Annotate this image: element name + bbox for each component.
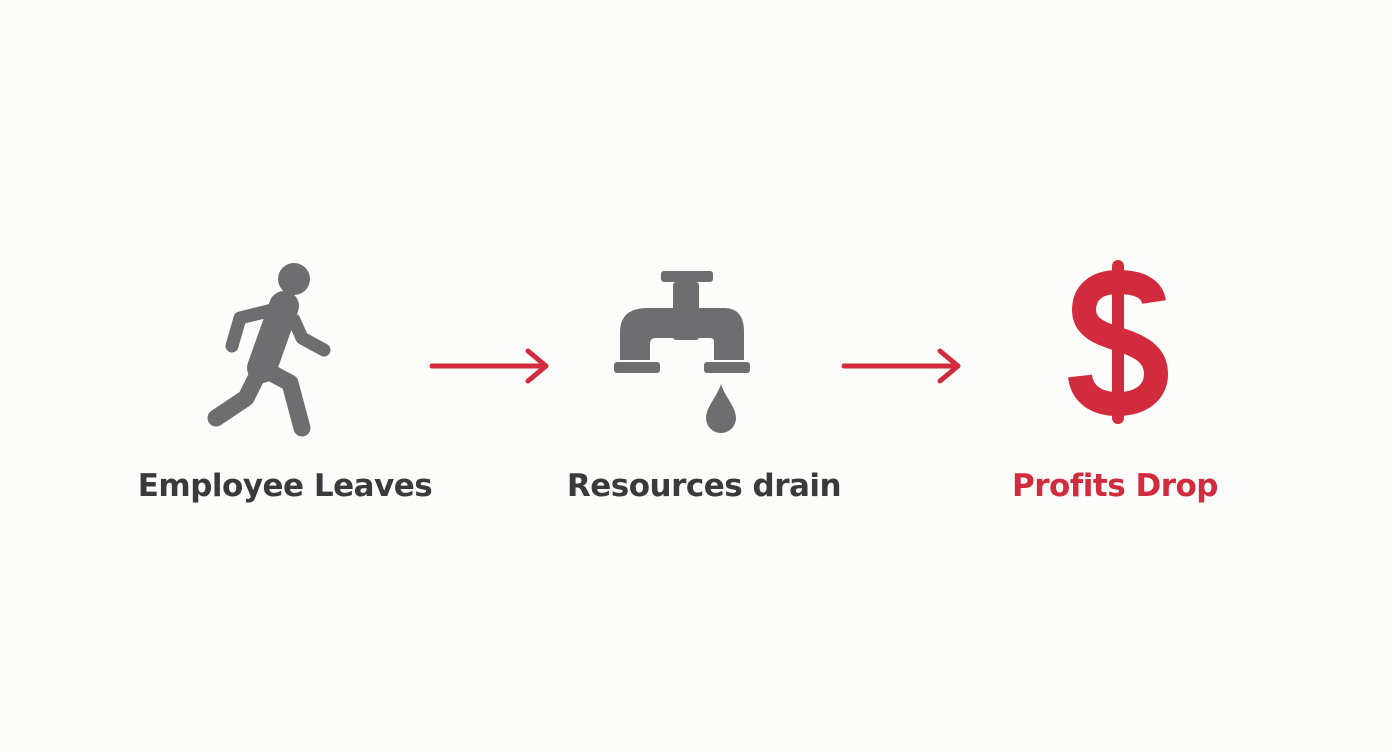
dollar-sign-icon xyxy=(1068,260,1169,424)
faucet-drip-icon xyxy=(614,271,750,433)
walking-person-icon xyxy=(207,263,331,437)
step-label-profits-drop: Profits Drop xyxy=(1012,468,1219,504)
right-arrow-icon xyxy=(841,348,961,384)
step-label-resources-drain: Resources drain xyxy=(566,468,842,504)
step-label-employee-leaves: Employee Leaves xyxy=(137,468,433,504)
right-arrow-icon xyxy=(429,348,549,384)
